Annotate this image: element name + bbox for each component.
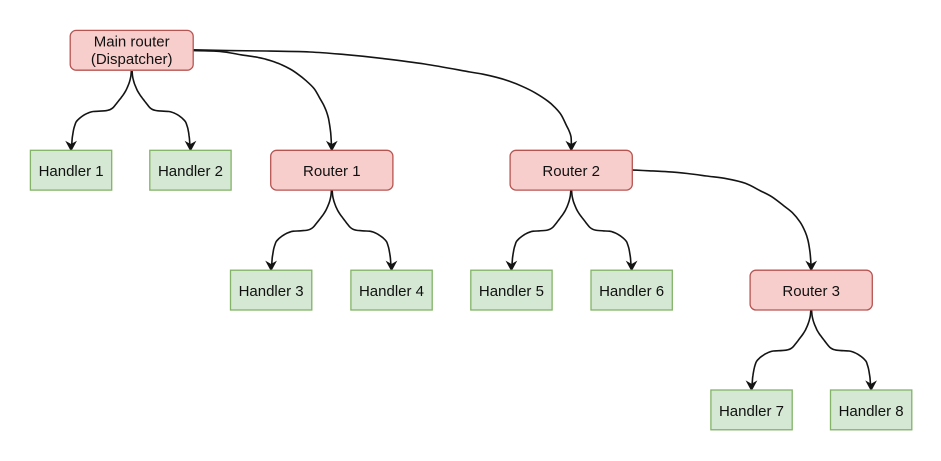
svg-text:Handler 1: Handler 1 [39, 163, 104, 180]
svg-text:Handler 6: Handler 6 [599, 283, 664, 300]
svg-text:(Dispatcher): (Dispatcher) [91, 51, 173, 68]
svg-text:Router 1: Router 1 [303, 163, 361, 180]
svg-text:Handler 2: Handler 2 [158, 163, 223, 180]
svg-text:Router 2: Router 2 [542, 163, 600, 180]
svg-text:Handler 4: Handler 4 [359, 283, 424, 300]
svg-text:Router 3: Router 3 [782, 283, 840, 300]
svg-text:Handler 3: Handler 3 [239, 283, 304, 300]
svg-text:Handler 7: Handler 7 [719, 403, 784, 420]
svg-text:Main router: Main router [94, 33, 170, 50]
svg-text:Handler 5: Handler 5 [479, 283, 544, 300]
svg-text:Handler 8: Handler 8 [839, 403, 904, 420]
